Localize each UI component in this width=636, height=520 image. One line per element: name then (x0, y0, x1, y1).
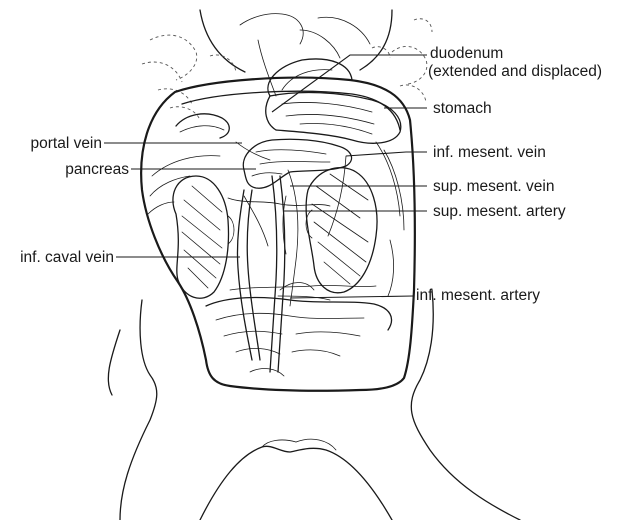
thorax-region (141, 9, 433, 121)
label-inf-mesent-vein: inf. mesent. vein (433, 144, 546, 161)
label-inf-caval-vein: inf. caval vein (20, 249, 114, 266)
label-portal-vein: portal vein (30, 135, 102, 152)
stomach-duodenum (175, 58, 402, 144)
label-sup-mesent-vein: sup. mesent. vein (433, 178, 554, 195)
label-stomach: stomach (433, 100, 492, 117)
label-duodenum-note: (extended and displaced) (428, 63, 602, 80)
label-inf-mesent-artery: inf. mesent. artery (416, 287, 540, 304)
leader-duodenum (271, 54, 427, 113)
leader-lines (104, 54, 427, 299)
labels: duodenum (extended and displaced) stomac… (20, 45, 602, 304)
label-pancreas: pancreas (65, 161, 129, 178)
leader-inf-mesent-vein (345, 151, 427, 157)
body-outline (107, 289, 521, 520)
pancreas-organ (242, 138, 353, 189)
label-duodenum: duodenum (430, 45, 503, 62)
leader-inf-mesent-artery (289, 295, 414, 299)
abdominal-cavity (140, 76, 416, 392)
label-sup-mesent-artery: sup. mesent. artery (433, 203, 566, 220)
right-kidney (305, 167, 378, 294)
vessels (235, 141, 347, 373)
left-kidney (172, 175, 235, 299)
